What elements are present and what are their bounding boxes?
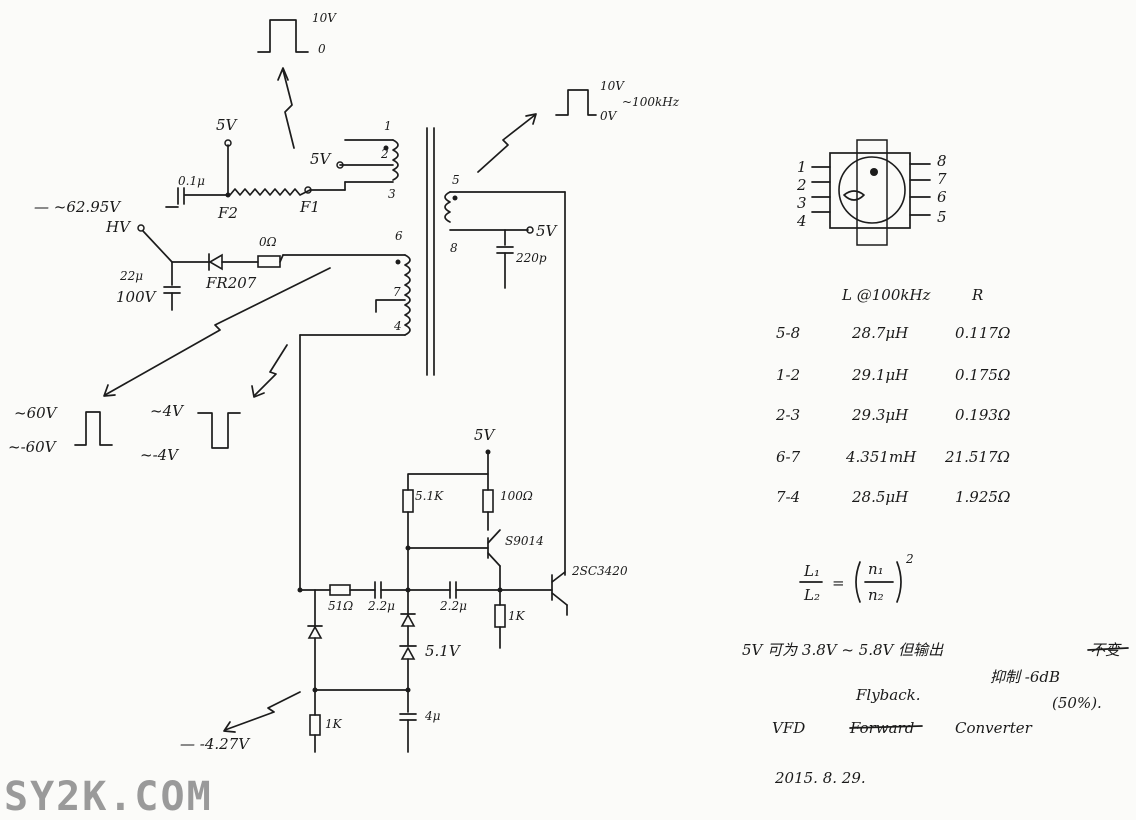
- formula-l1: L₁: [803, 562, 820, 580]
- wave1-low-label: 0: [318, 42, 326, 56]
- pin-2-label: 2: [380, 147, 389, 161]
- ic-pin-5: 5: [937, 208, 947, 226]
- winding-1-3: 1 2 3 5V: [310, 119, 399, 201]
- res-1k-a-label: 1K: [508, 609, 526, 623]
- hv-rectifier: FR207 0Ω 22μ 100V: [116, 224, 284, 311]
- inductance-formula: L₁ L₂ = n₁ n₂ 2: [799, 552, 914, 604]
- formula-l2: L₂: [803, 586, 820, 604]
- pin-3-label: 3: [388, 187, 396, 201]
- winding-5-8: 5 8 5V 220p: [444, 173, 566, 576]
- row-l: 29.3μH: [851, 406, 909, 424]
- row-l: 28.5μH: [851, 488, 909, 506]
- date-label: 2015. 8. 29.: [774, 769, 866, 787]
- row-r: 0.117Ω: [955, 324, 1010, 342]
- waveform-primary-out: 10V 0: [257, 11, 337, 149]
- res-1k-b-label: 1K: [325, 717, 343, 731]
- row-pins: 5-8: [776, 324, 800, 342]
- res-51r-label: 51Ω: [328, 599, 353, 613]
- pin-1-label: 1: [384, 119, 392, 133]
- cap-22u-voltage: 100V: [116, 288, 158, 306]
- res-100-label: 100Ω: [500, 489, 533, 503]
- cap-220p-label: 220p: [515, 251, 547, 265]
- wave4-low-label: ~-4V: [140, 446, 180, 464]
- note-line3: (50%).: [1052, 694, 1102, 712]
- ic-pin-8: 8: [937, 152, 947, 170]
- f2-label: F2: [217, 204, 238, 222]
- cap-22u-b-label: 2.2μ: [439, 599, 467, 613]
- wave2-low-label: 0V: [600, 109, 618, 123]
- note-converter: Converter: [955, 719, 1033, 737]
- notes: 5V 可为 3.8V ~ 5.8V 但输出 不变 抑制 -6dB (50%). …: [742, 641, 1129, 787]
- watermark-logo: SY2K.COM: [4, 774, 213, 815]
- pin-5-label: 5: [452, 173, 460, 187]
- ic-pin-1: 1: [797, 158, 807, 176]
- wave2-high-label: 10V: [600, 79, 625, 93]
- hv-voltage-label: — ~62.95V: [34, 198, 122, 216]
- cap-22u-label: 22μ: [119, 269, 143, 283]
- zener-label: 5.1V: [425, 642, 462, 660]
- res-5k1-label: 5.1K: [415, 489, 444, 503]
- wave1-high-label: 10V: [312, 11, 337, 25]
- driver-circuit: 5V 5.1K 100Ω S9014 51Ω 2.2μ 2.2μ: [180, 334, 628, 753]
- wave3-low-label: ~-60V: [8, 438, 58, 456]
- formula-n1: n₁: [868, 560, 884, 578]
- output-neg-label: — -4.27V: [180, 735, 251, 753]
- pin-4-label: 4: [393, 319, 402, 333]
- table-header-l: L @100kHz: [841, 286, 931, 304]
- f2-5v-label: 5V: [216, 116, 239, 134]
- row-pins: 6-7: [776, 448, 801, 466]
- note-vfd: VFD: [772, 719, 805, 737]
- formula-eq: =: [832, 574, 845, 592]
- pin2-5v-label: 5V: [310, 150, 333, 168]
- formula-exponent: 2: [905, 552, 914, 566]
- filament-supply: 5V 0.1μ F2 F1: [165, 116, 346, 222]
- ic-pin-7: 7: [937, 170, 947, 188]
- waveforms-bipolar: ~60V ~-60V ~4V ~-4V: [8, 267, 331, 464]
- formula-n2: n₂: [868, 586, 884, 604]
- note-forward: Forward: [849, 719, 914, 737]
- hv-label: HV: [105, 218, 132, 236]
- transformer-pinout: 1 2 3 4 8 7 6 5: [796, 139, 947, 246]
- transistor-2sc3420-label: 2SC3420: [571, 564, 628, 578]
- pin-7-label: 7: [393, 285, 401, 299]
- row-r: 1.925Ω: [955, 488, 1010, 506]
- cap-22u-a-label: 2.2μ: [367, 599, 395, 613]
- ic-pin-2: 2: [796, 176, 807, 194]
- row-pins: 7-4: [776, 488, 800, 506]
- ic-pin-6: 6: [937, 188, 947, 206]
- f1-label: F1: [299, 198, 320, 216]
- row-l: 29.1μH: [851, 366, 909, 384]
- cap-4u-label: 4μ: [424, 709, 441, 723]
- sec-5v-label: 5V: [536, 222, 559, 240]
- inductance-table: L @100kHz R 5-8 28.7μH 0.117Ω 1-2 29.1μH…: [775, 286, 1010, 506]
- res-0r-label: 0Ω: [259, 235, 277, 249]
- table-header-r: R: [971, 286, 983, 304]
- note-flyback: Flyback.: [855, 686, 920, 704]
- row-pins: 1-2: [776, 366, 800, 384]
- row-l: 4.351mH: [845, 448, 917, 466]
- winding-6-4: 6 7 4: [282, 229, 411, 336]
- transistor-s9014-label: S9014: [505, 534, 544, 548]
- note-line1: 5V 可为 3.8V ~ 5.8V 但输出: [742, 641, 944, 659]
- pin-6-label: 6: [395, 229, 403, 243]
- waveform-secondary-out: 10V 0V ~100kHz: [477, 79, 680, 173]
- ic-pin-4: 4: [796, 212, 807, 230]
- note-line2: 抑制 -6dB: [990, 668, 1060, 686]
- wave4-high-label: ~4V: [150, 402, 185, 420]
- row-r: 0.175Ω: [955, 366, 1010, 384]
- row-r: 0.193Ω: [955, 406, 1010, 424]
- wave2-freq-label: ~100kHz: [622, 95, 680, 109]
- row-r: 21.517Ω: [944, 448, 1010, 466]
- row-pins: 2-3: [775, 406, 800, 424]
- diode-fr207-label: FR207: [205, 274, 257, 292]
- wave3-high-label: ~60V: [14, 404, 59, 422]
- pin-8-label: 8: [450, 241, 458, 255]
- note-struck: 不变: [1090, 641, 1122, 659]
- cap-01u-label: 0.1μ: [178, 174, 205, 188]
- driver-5v-label: 5V: [474, 426, 497, 444]
- ic-pin-3: 3: [797, 194, 807, 212]
- row-l: 28.7μH: [851, 324, 909, 342]
